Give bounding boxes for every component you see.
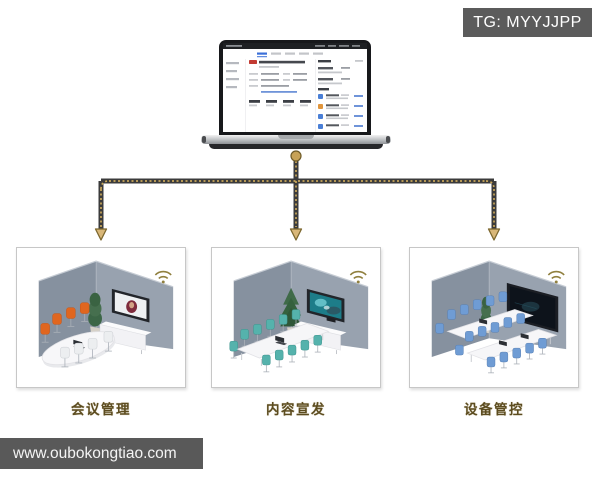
chairs-orange-backs [40, 302, 90, 335]
room-label-content-publishing: 内容宣发 [266, 402, 326, 417]
laptop-base [201, 135, 391, 144]
wifi-icon [154, 270, 172, 284]
arrow-down-icon [289, 228, 303, 241]
meeting-room-illustration-3 [431, 260, 567, 374]
chairs-blue-row3 [455, 338, 547, 368]
room-card-device-control [409, 247, 579, 388]
laptop-bottom-edge [209, 144, 383, 149]
conference-table-far [446, 309, 534, 339]
room-card-meeting-management [16, 247, 186, 388]
chairs-blue-row1 [435, 291, 508, 334]
laptop-on-table [498, 340, 507, 347]
arrow-down-icon [487, 228, 501, 241]
wifi-icon [349, 270, 367, 284]
chairs-teal-far [229, 309, 301, 352]
tv-video-call [111, 288, 150, 323]
laptop-on-table [479, 318, 488, 325]
admin-console-screenshot [223, 43, 367, 132]
arrow-down-icon [94, 228, 108, 241]
room-card-content-publishing [211, 247, 381, 388]
connector-dotted-gold [100, 161, 495, 227]
wifi-icon [547, 270, 565, 284]
chairs-teal-near [262, 335, 322, 366]
laptop-screen [219, 40, 371, 136]
conference-table [236, 323, 330, 366]
chairs-blue-row3-stems [488, 348, 546, 374]
conference-table-near [466, 328, 558, 362]
tg-badge: TG: MYYJJPP [463, 8, 592, 37]
tv-media-content [306, 288, 345, 323]
chairs-blue-row2 [465, 313, 525, 342]
media-device [326, 316, 336, 323]
chairs-white-backs [60, 331, 114, 359]
connector-dark-track [98, 160, 497, 231]
hub-port-dot [290, 150, 302, 162]
meeting-room-illustration-1 [38, 260, 174, 368]
laptop-notch [278, 135, 314, 139]
watermark-url: www.oubokongtiao.com [0, 438, 203, 469]
chairs-white [61, 342, 112, 368]
admin-console-ui [223, 43, 367, 132]
chairs-orange [41, 313, 89, 343]
laptop-on-table [520, 333, 529, 340]
meeting-room-illustration-2 [229, 260, 369, 373]
laptop-on-table [275, 335, 285, 343]
room-label-device-control: 设备管控 [464, 402, 524, 417]
room-label-meeting-management: 会议管理 [71, 402, 131, 417]
chairs-teal-near-stems [263, 345, 321, 373]
laptop [201, 40, 391, 152]
